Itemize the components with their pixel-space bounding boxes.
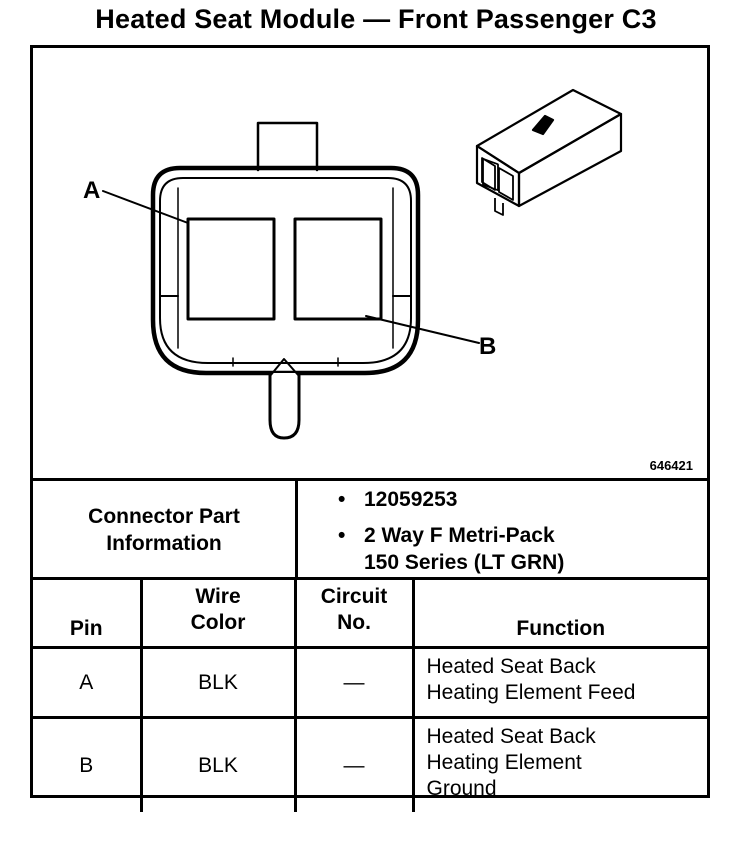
function-line: Heating Element Feed bbox=[426, 681, 636, 704]
header-function: Function bbox=[411, 577, 707, 649]
connector-housing-inner bbox=[159, 177, 412, 364]
header-wire-color-line2: Color bbox=[190, 611, 246, 634]
table-row: B BLK — Heated Seat Back Heating Element… bbox=[33, 716, 707, 812]
function-line: Heated Seat Back bbox=[426, 725, 596, 748]
callout-b-label: B bbox=[479, 333, 496, 360]
function-cell: Heated Seat Back Heating Element Feed bbox=[411, 646, 707, 719]
info-label-line2: Information bbox=[106, 531, 222, 555]
connector-part-info-label: Connector Part Information bbox=[33, 481, 298, 578]
function-cell: Heated Seat Back Heating Element Ground bbox=[411, 716, 707, 812]
header-circuit-line2: No. bbox=[337, 611, 371, 634]
connector-isometric-sketch bbox=[475, 88, 623, 216]
table-row: A BLK — Heated Seat Back Heating Element… bbox=[33, 646, 707, 719]
header-circuit-no: Circuit No. bbox=[293, 577, 415, 649]
wire-color-cell: BLK bbox=[139, 716, 297, 812]
connector-part-info: Connector Part Information 12059253 2 Wa… bbox=[33, 478, 707, 578]
connector-description: 2 Way F Metri-Pack 150 Series (LT GRN) bbox=[336, 522, 564, 576]
latch-tab bbox=[256, 121, 319, 172]
pin-cell: B bbox=[33, 716, 143, 812]
cavity-a bbox=[186, 217, 276, 321]
function-line: Heating Element bbox=[426, 751, 582, 774]
cavity-b bbox=[293, 217, 383, 321]
header-circuit-line1: Circuit bbox=[320, 585, 388, 608]
info-label-line1: Connector Part bbox=[88, 504, 240, 528]
key-post bbox=[268, 371, 301, 440]
figure-id: 646421 bbox=[649, 458, 693, 473]
description-line2: 150 Series (LT GRN) bbox=[364, 551, 565, 574]
callout-a-leader bbox=[102, 190, 189, 224]
pin-cell: A bbox=[33, 646, 143, 719]
callout-b-leader bbox=[365, 315, 480, 344]
pin-table: Pin Wire Color Circuit No. Function A BL… bbox=[33, 577, 707, 812]
page-title: Heated Seat Module — Front Passenger C3 bbox=[95, 4, 657, 34]
description-line1: 2 Way F Metri-Pack bbox=[364, 524, 555, 547]
header-pin: Pin bbox=[33, 577, 143, 649]
function-line: Ground bbox=[426, 777, 497, 800]
part-number: 12059253 bbox=[336, 486, 564, 513]
circuit-cell: — bbox=[293, 716, 415, 812]
connector-housing-outer bbox=[150, 165, 421, 376]
wire-color-cell: BLK bbox=[139, 646, 297, 719]
connector-face-diagram: A B bbox=[83, 88, 623, 440]
circuit-cell: — bbox=[293, 646, 415, 719]
header-wire-color-line1: Wire bbox=[195, 585, 241, 608]
pin-table-header: Pin Wire Color Circuit No. Function bbox=[33, 577, 707, 649]
header-wire-color: Wire Color bbox=[139, 577, 297, 649]
callout-a-label: A bbox=[83, 177, 100, 204]
connector-part-info-list: 12059253 2 Way F Metri-Pack 150 Series (… bbox=[336, 486, 564, 576]
function-line: Heated Seat Back bbox=[426, 655, 596, 678]
connector-sheet: A B 646421 Connector Part Information 12… bbox=[30, 45, 710, 812]
